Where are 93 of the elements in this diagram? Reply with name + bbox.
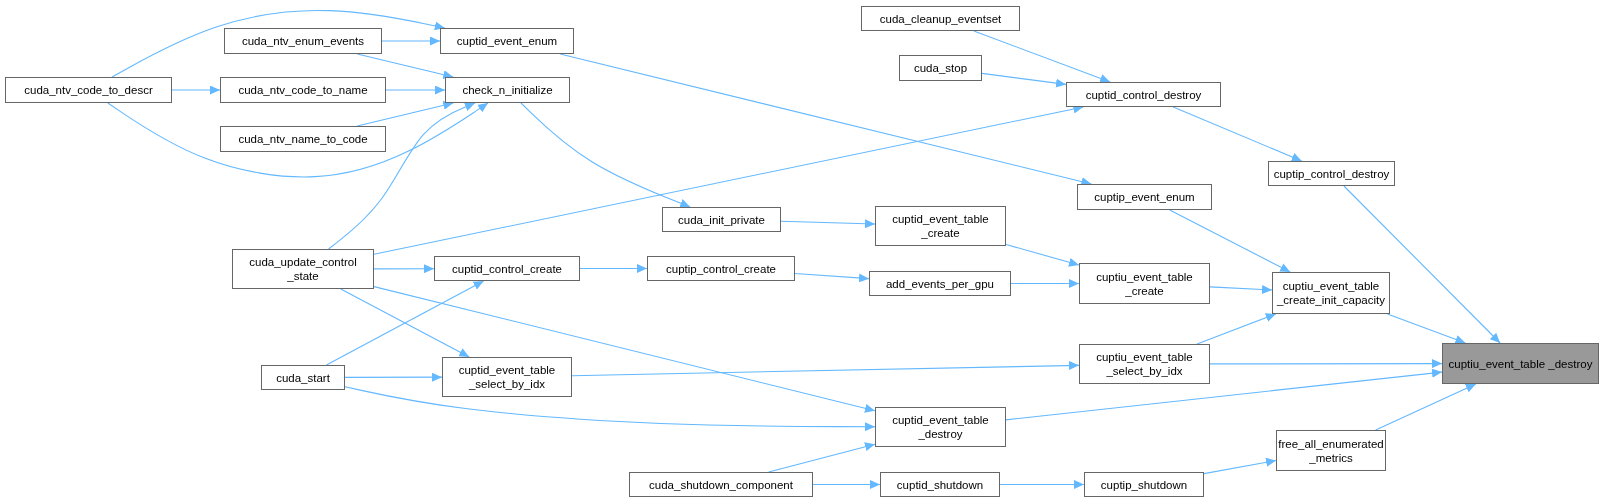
function-box xyxy=(875,407,1006,447)
function-name: cuptip_shutdown xyxy=(1100,477,1188,492)
arrow xyxy=(1386,313,1466,344)
function-name: cuptid_event_table _destroy xyxy=(891,413,990,441)
function-box xyxy=(1066,82,1221,107)
function-name: cuptid_event_table _select_by_idx xyxy=(457,363,557,391)
function-name: cuda_update_control _state xyxy=(248,255,358,283)
function-box xyxy=(224,28,382,54)
function-name: check_n_initialize xyxy=(462,83,553,97)
function-name: cuda_ntv_name_to_code xyxy=(238,132,368,146)
function-box xyxy=(861,6,1020,31)
arrow xyxy=(325,280,485,366)
function-name: add_events_per_gpu xyxy=(885,276,995,291)
arrow xyxy=(1196,313,1277,345)
function-name: cuda_init_private xyxy=(678,212,765,227)
arrow xyxy=(1169,209,1291,273)
function-box xyxy=(880,472,1000,497)
arrow xyxy=(973,30,1111,83)
function-box xyxy=(220,77,386,103)
arrow xyxy=(1343,185,1501,344)
arrow xyxy=(1005,243,1080,267)
arrow xyxy=(385,85,446,95)
function-box xyxy=(442,357,572,397)
arrow xyxy=(373,264,435,274)
function-box xyxy=(1079,344,1210,384)
arrow xyxy=(520,102,691,208)
function-box xyxy=(445,77,570,103)
arrow xyxy=(344,372,443,382)
function-box xyxy=(1079,263,1210,304)
function-box xyxy=(434,256,580,281)
function-name: cuptid_control_create xyxy=(452,261,562,276)
function-box xyxy=(1272,272,1390,314)
function-box xyxy=(1084,472,1204,497)
function-box xyxy=(5,77,172,103)
arrow xyxy=(1209,359,1443,369)
arrow xyxy=(780,219,876,229)
arrow xyxy=(559,53,1092,186)
function-box xyxy=(662,207,781,232)
function-name: cuptiu_event_table _select_by_idx xyxy=(1095,350,1194,378)
arrow xyxy=(1375,383,1477,431)
function-name: free_all_enumerated _metrics xyxy=(1278,436,1384,465)
function-name: cuda_stop xyxy=(913,61,968,75)
function-name: cuda_shutdown_component xyxy=(649,477,793,492)
function-name: cuptid_shutdown xyxy=(896,477,984,492)
function-box xyxy=(1442,343,1599,384)
function-box xyxy=(869,271,1011,296)
arrow xyxy=(999,480,1085,489)
arrow xyxy=(1010,279,1080,288)
arrow xyxy=(111,9,446,78)
function-name: cuptiu_event_table _create xyxy=(1095,269,1194,298)
arrow xyxy=(328,102,476,250)
function-name: cuptiu_event_table _create_init_capacity xyxy=(1276,279,1386,307)
function-box xyxy=(440,28,574,54)
arrow xyxy=(768,442,876,473)
function-box xyxy=(232,249,374,289)
function-box xyxy=(1268,161,1395,186)
arrow xyxy=(340,288,470,358)
arrow xyxy=(571,361,1080,377)
arrow xyxy=(1209,285,1273,294)
function-name: cuptiu_event_table _destroy xyxy=(1448,356,1593,371)
function-name: cuptid_event_table _create xyxy=(891,212,990,240)
arrow xyxy=(1172,106,1303,162)
arrow xyxy=(812,480,881,489)
function-name: cuptid_control_destroy xyxy=(1085,87,1202,102)
function-name: cuda_start xyxy=(276,370,330,385)
function-name: cuda_cleanup_eventset xyxy=(879,11,1002,26)
arrow xyxy=(356,53,454,80)
function-name: cuptip_control_create xyxy=(666,261,776,276)
arrow xyxy=(579,264,648,273)
arrow xyxy=(171,85,221,95)
arrow xyxy=(344,386,876,432)
function-name: cuda_ntv_code_to_descr xyxy=(24,83,153,97)
function-name: cuptid_event_enum xyxy=(456,34,558,48)
function-name: cuda_ntv_code_to_name xyxy=(238,83,368,97)
function-box xyxy=(899,55,982,81)
function-box xyxy=(1077,184,1212,210)
arrow xyxy=(107,102,489,178)
function-box xyxy=(647,256,795,281)
arrow xyxy=(981,72,1067,88)
arrow xyxy=(1005,368,1443,421)
function-box xyxy=(1276,430,1386,471)
arrow xyxy=(356,100,454,127)
function-name: cuptip_control_destroy xyxy=(1273,166,1390,181)
arrow xyxy=(381,36,441,46)
function-box xyxy=(629,472,813,497)
function-box xyxy=(220,126,386,152)
function-box xyxy=(261,365,345,390)
function-name: cuda_ntv_enum_events xyxy=(241,34,365,48)
function-box xyxy=(875,206,1006,246)
arrow xyxy=(373,286,876,413)
function-name: cuptip_event_enum xyxy=(1094,190,1195,204)
arrow xyxy=(794,273,870,283)
arrow xyxy=(1203,457,1277,475)
